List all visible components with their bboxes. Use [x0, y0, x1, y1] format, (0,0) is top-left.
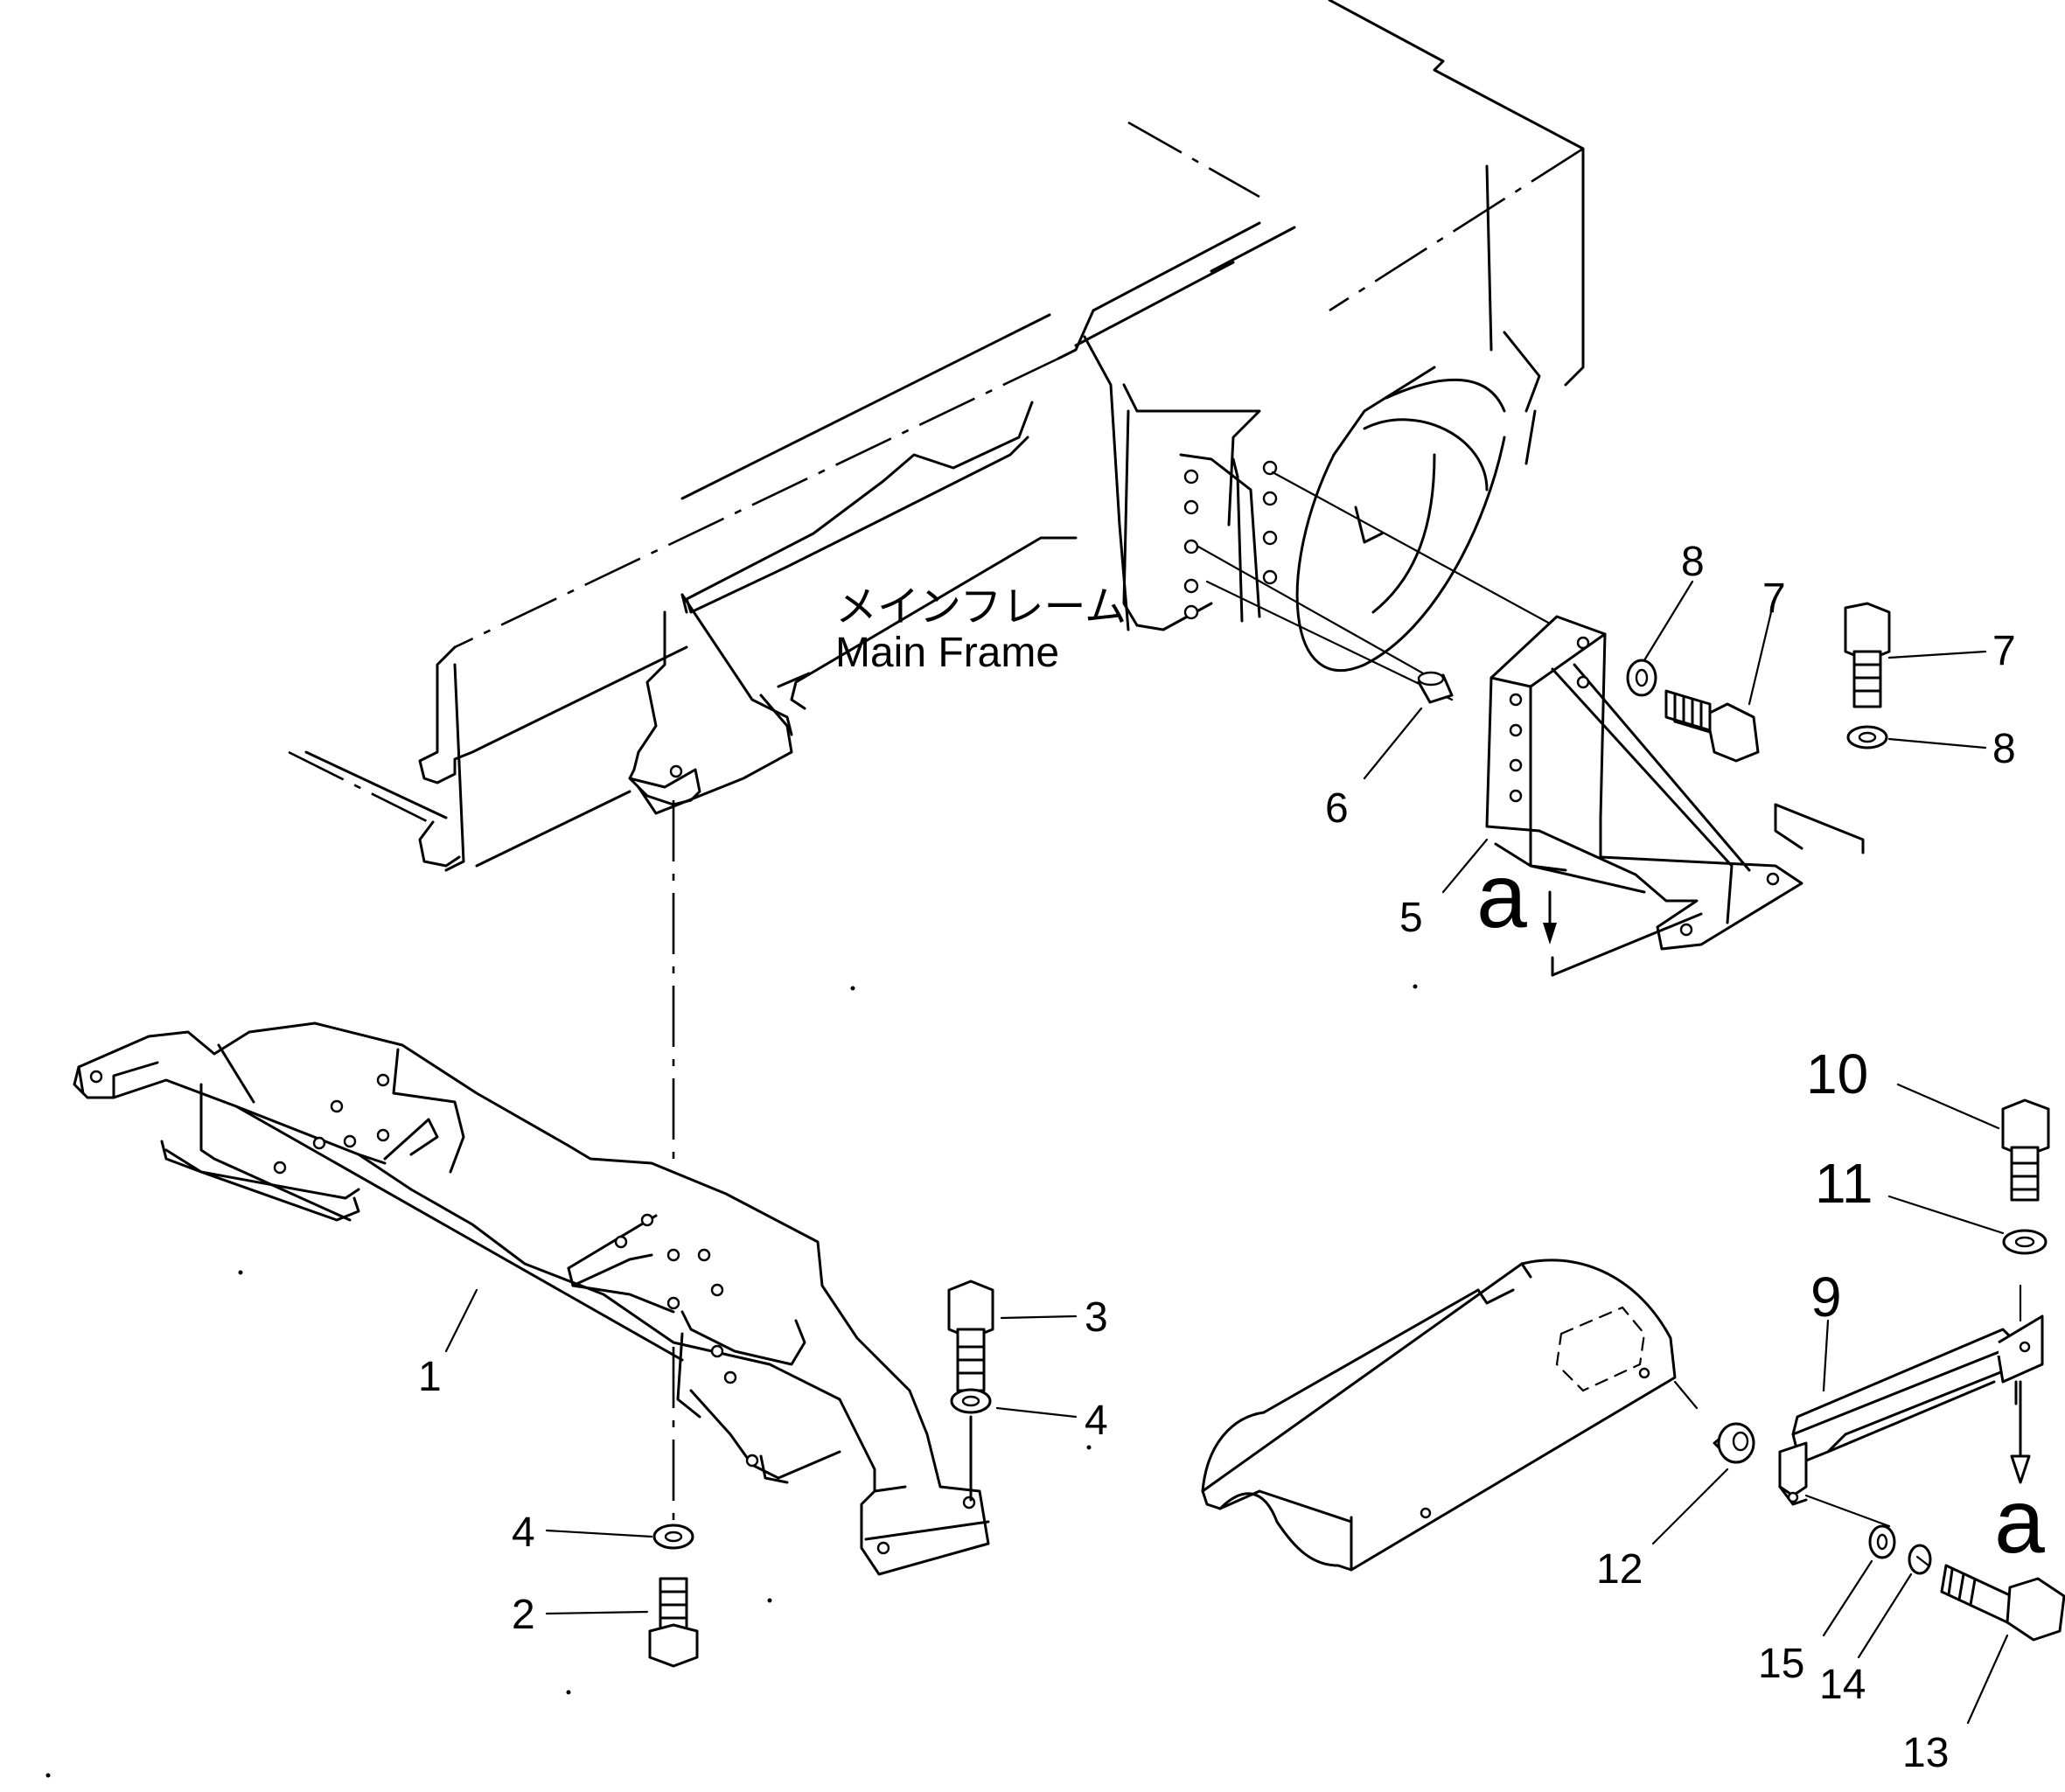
callout-12: 12 — [1596, 1546, 1643, 1593]
washer-11 — [2002, 1229, 2048, 1255]
bolt-2 — [648, 1577, 699, 1668]
callout-14: 14 — [1819, 1662, 1866, 1708]
washer-8-bracket — [1626, 659, 1657, 697]
callout-3: 3 — [1085, 1294, 1108, 1341]
main-frame-label-japanese: メインフレーム — [835, 584, 1127, 631]
bolt-7-vertical — [1844, 602, 1891, 708]
callout-1: 1 — [418, 1354, 442, 1400]
callout-15: 15 — [1758, 1641, 1804, 1687]
bolt-3 — [947, 1280, 994, 1392]
callout-4-right: 4 — [1085, 1398, 1108, 1444]
view-mark-lower: a — [1994, 1471, 2045, 1572]
dowel-pin-6 — [1417, 671, 1454, 704]
callout-9: 9 — [1810, 1266, 1842, 1328]
callout-2: 2 — [512, 1592, 535, 1638]
beam-1 — [73, 1022, 990, 1576]
callout-leaders — [444, 580, 2009, 1725]
callout-13: 13 — [1902, 1730, 1949, 1776]
bolt-10 — [2001, 1098, 2050, 1202]
bolt-7-horizontal — [1664, 689, 1760, 763]
washer-8-vertical — [1846, 725, 1888, 750]
guard-cover — [1201, 1259, 1677, 1572]
callout-11: 11 — [1815, 1152, 1873, 1215]
bolt-13 — [1940, 1564, 2065, 1642]
spacer-12 — [1673, 1380, 1755, 1464]
scan-specks — [45, 984, 1418, 1778]
callout-numbers: 1 2 3 4 4 5 6 7 7 8 8 9 10 11 12 13 14 1… — [418, 539, 2045, 1776]
callout-5: 5 — [1399, 895, 1423, 941]
lock-washer-14 — [1908, 1544, 1932, 1575]
callout-8-vertical: 8 — [1992, 726, 2016, 772]
washer-4-right — [950, 1388, 992, 1414]
washer-15 — [1868, 1524, 1896, 1559]
callout-8-bracket: 8 — [1681, 539, 1705, 585]
main-frame-label: メインフレーム Main Frame — [835, 584, 1127, 676]
bracket-5 — [1485, 615, 1865, 977]
callout-4-lower: 4 — [512, 1510, 535, 1556]
main-frame-label-english: Main Frame — [835, 630, 1059, 676]
callout-6: 6 — [1325, 785, 1349, 832]
washer-4-lower — [652, 1524, 694, 1550]
bracket-9 — [1778, 1284, 2044, 1528]
callout-7-vertical: 7 — [1992, 628, 2016, 674]
view-arrow-upper — [1543, 890, 1557, 945]
callout-7-horizontal: 7 — [1762, 575, 1786, 622]
view-mark-upper: a — [1476, 846, 1527, 947]
callout-10: 10 — [1806, 1042, 1868, 1105]
